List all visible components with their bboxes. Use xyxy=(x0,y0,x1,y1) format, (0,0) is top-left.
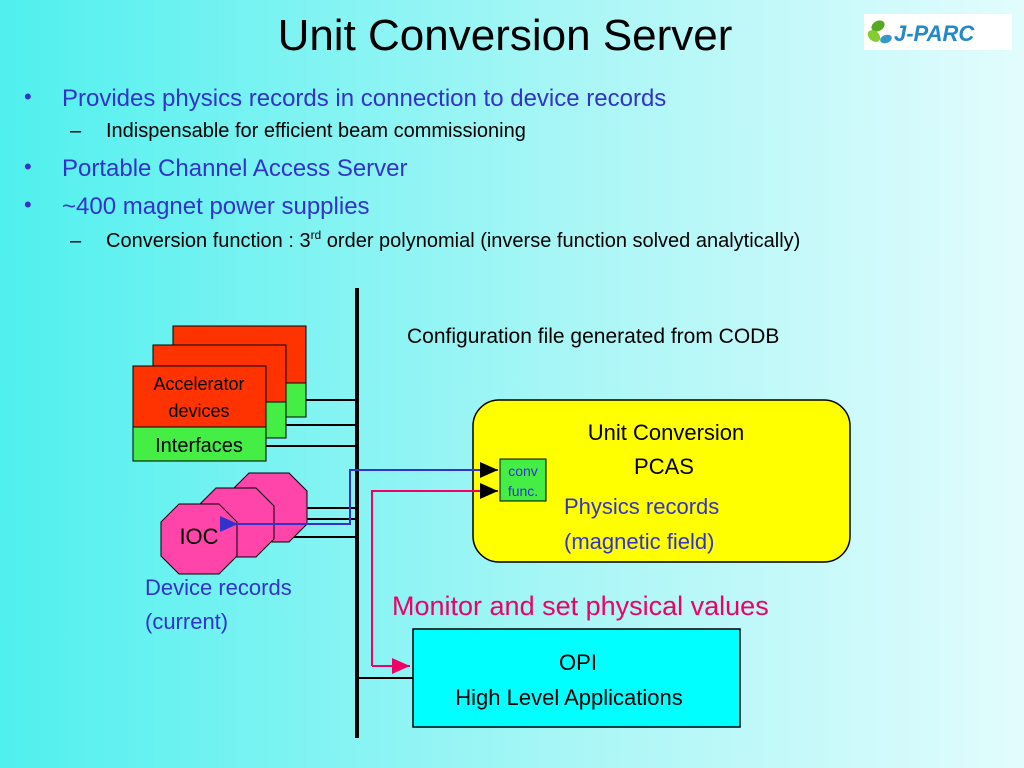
pcas-label-1: Unit Conversion xyxy=(588,420,745,445)
sub-bullet-1: Indispensable for efficient beam commiss… xyxy=(106,120,526,142)
interfaces-label: Interfaces xyxy=(155,435,243,457)
device-records-label-2: (current) xyxy=(145,609,228,634)
monitor-label: Monitor and set physical values xyxy=(392,591,769,621)
opi-box xyxy=(412,628,741,728)
leaf-logo-icon xyxy=(867,20,892,44)
conv-func-label-1: conv xyxy=(508,463,538,479)
sub-bullet-conversion: Conversion function : 3rd order polynomi… xyxy=(106,228,801,252)
accelerator-label-1: Accelerator xyxy=(153,374,244,394)
bullet-3: ~400 magnet power supplies xyxy=(62,193,370,220)
physics-records-label-1: Physics records xyxy=(564,494,719,519)
ioc-label: IOC xyxy=(179,524,218,549)
ioc-pcas-arrow-blue xyxy=(220,462,498,532)
conv-func-box xyxy=(499,458,547,502)
logo-text: J-PARC xyxy=(894,21,975,46)
bullet-dot: • xyxy=(24,84,32,109)
slide-title: Unit Conversion Server xyxy=(277,11,733,60)
config-file-label: Configuration file generated from CODB xyxy=(407,325,779,348)
opi-label-2: High Level Applications xyxy=(455,685,682,710)
bullet-dot: • xyxy=(24,154,32,179)
bullet-list: • Provides physics records in connection… xyxy=(0,84,1024,262)
bullet-1: Provides physics records in connection t… xyxy=(62,85,667,112)
device-records-label-1: Device records xyxy=(145,575,292,600)
accelerator-devices-box xyxy=(132,365,267,428)
physics-records-label-2: (magnetic field) xyxy=(564,529,714,554)
bullet-2: Portable Channel Access Server xyxy=(62,155,408,182)
accelerator-device-stack: Accelerator devices Interfaces xyxy=(132,325,307,462)
opi-label-1: OPI xyxy=(559,650,597,675)
accelerator-label-2: devices xyxy=(168,401,229,421)
dash: – xyxy=(70,120,82,142)
dash: – xyxy=(70,230,82,252)
bullet-dot: • xyxy=(24,192,32,217)
opi-pcas-arrow-red xyxy=(371,483,498,666)
conv-func-label-2: func. xyxy=(508,483,538,499)
interfaces-box xyxy=(132,426,267,462)
pcas-label-2: PCAS xyxy=(634,454,694,479)
j-parc-logo: J-PARC xyxy=(864,14,1012,50)
